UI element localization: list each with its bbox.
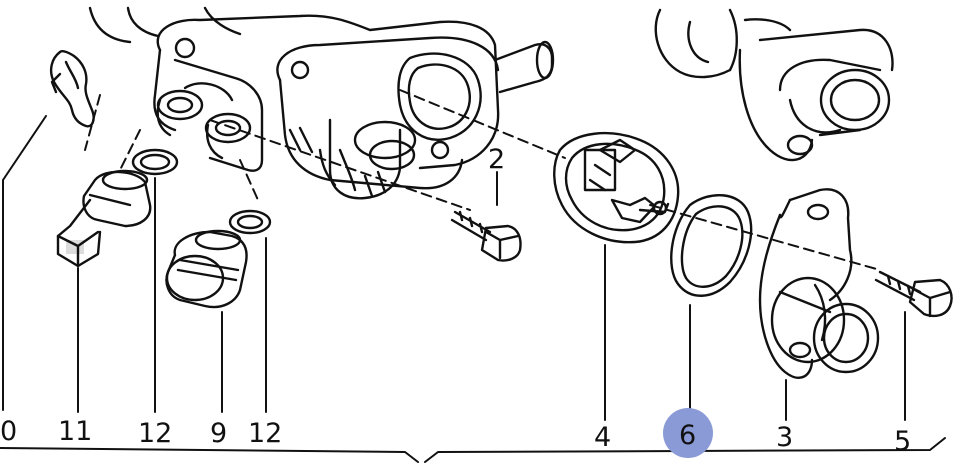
label-part-11: 11 [58, 416, 93, 447]
part-6-gasket [670, 193, 753, 421]
label-part-4: 4 [594, 422, 612, 453]
highlight-marker [663, 408, 713, 458]
part-2-bolt [450, 171, 522, 262]
leader-lines [2, 115, 267, 413]
label-part-5: 5 [894, 426, 912, 457]
label-part-10: 0 [0, 416, 18, 447]
label-part-6: 6 [679, 420, 697, 451]
part-3-flange [758, 188, 880, 421]
part-12-oring-right [228, 209, 272, 235]
label-part-12-right: 12 [248, 418, 283, 449]
label-part-3: 3 [776, 422, 794, 453]
part-11-sensor [56, 169, 152, 268]
label-part-2: 2 [488, 144, 506, 175]
label-part-9: 9 [210, 418, 228, 449]
coolant-housing [88, 6, 555, 200]
label-part-12-left: 12 [138, 418, 173, 449]
part-10-clip [49, 50, 95, 128]
part-9-plug [165, 229, 248, 309]
assembly-lines [84, 89, 881, 271]
part-4-thermostat [553, 131, 680, 421]
part-5-bolt [874, 270, 953, 421]
upper-right-housing [654, 8, 894, 162]
part-12-oring-left [131, 148, 179, 176]
